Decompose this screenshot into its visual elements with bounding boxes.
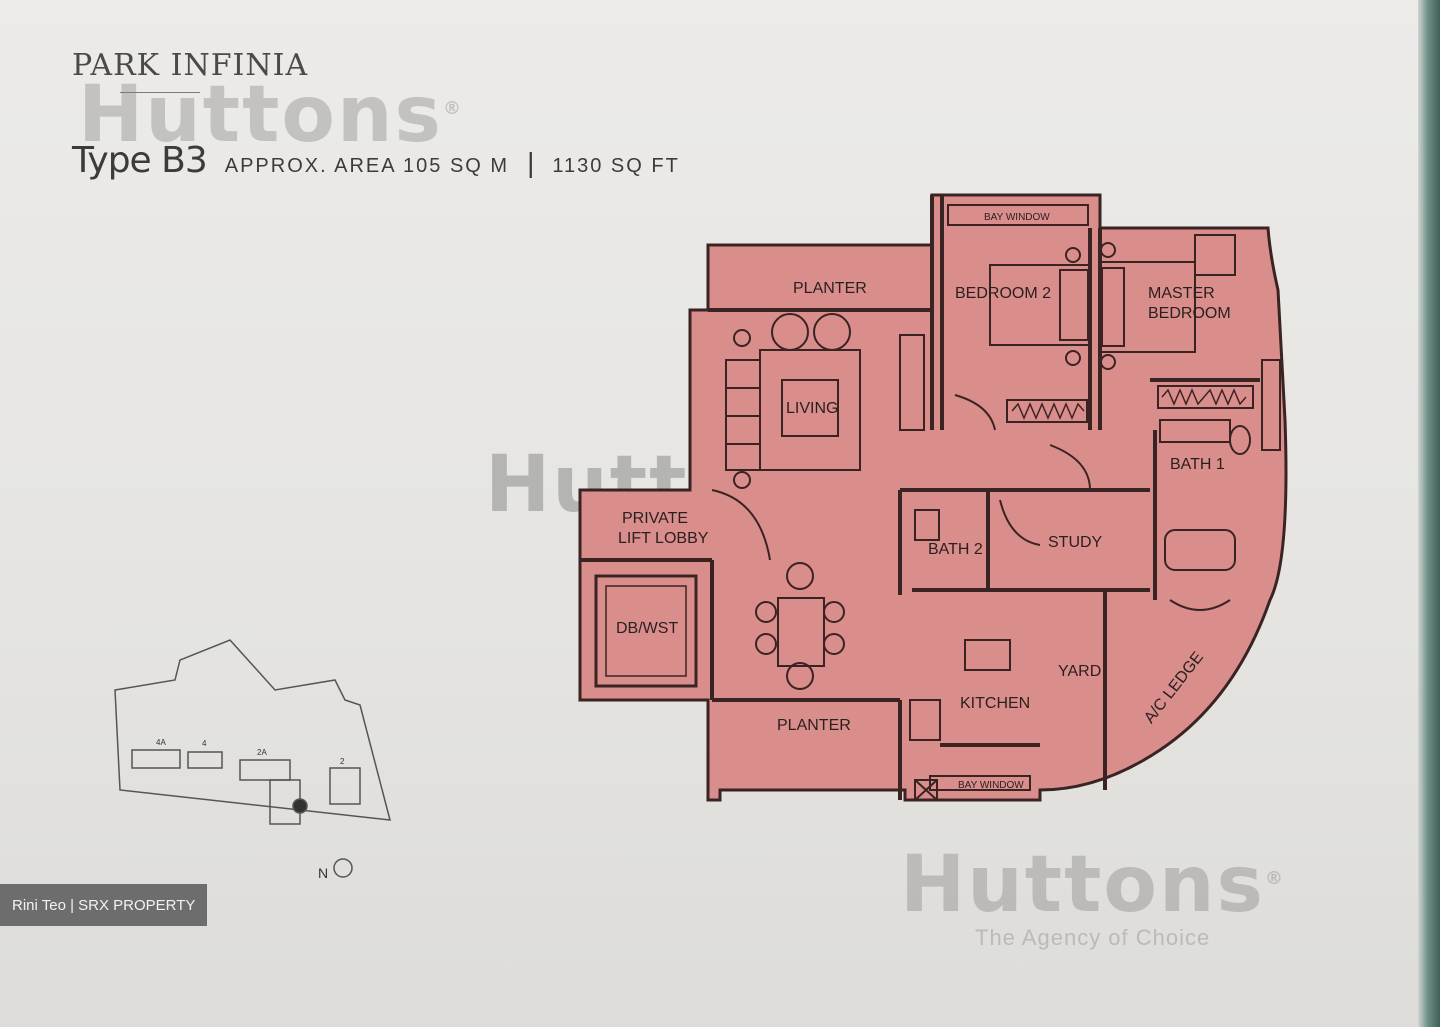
key-plan-labels: 4A 4 2A 2 N [156,738,345,881]
label-planter-top: PLANTER [793,280,867,297]
area-separator: | [527,147,535,178]
area-sqm: APPROX. AREA 105 SQ M [224,155,510,177]
watermark-top: Huttons® [78,70,463,160]
unit-type-name: Type B3 [72,140,208,181]
label-bay-window-top: BAY WINDOW [984,212,1050,223]
label-bedroom2: BEDROOM 2 [955,285,1051,302]
label-yard: YARD [1058,663,1101,680]
label-master-line1: MASTER [1148,285,1215,302]
watermark-bottom: Huttons® [900,840,1285,930]
north-label: N [318,865,328,881]
label-master-line2: BEDROOM [1148,305,1231,322]
label-db: DB/WST [616,620,678,637]
label-lobby-line2: LIFT LOBBY [618,530,709,547]
label-kitchen: KITCHEN [960,695,1030,712]
keyplan-label-4a: 4A [156,738,166,747]
keyplan-label-2: 2 [340,757,345,766]
keyplan-label-2a: 2A [257,748,267,757]
living-furniture [711,313,1091,690]
watermark-tagline: The Agency of Choice [975,925,1211,950]
keyplan-label-4: 4 [202,739,207,748]
label-lobby-line1: PRIVATE [622,510,688,527]
logo-underline [120,86,200,93]
label-bath1: BATH 1 [1170,456,1225,473]
area-sqft: 1130 SQ FT [552,155,680,177]
photo-credit: Rini Teo | SRX PROPERTY [0,884,208,926]
label-planter-bottom: PLANTER [777,717,851,734]
lift-shaft [594,574,698,688]
label-bath2: BATH 2 [928,541,983,558]
label-bay-window-bottom: BAY WINDOW [958,780,1024,791]
project-logo: PARK INFINIA [72,48,309,83]
bedroom-furniture [909,234,1254,801]
unit-type-header: Type B3 APPROX. AREA 105 SQ M | 1130 SQ … [72,140,680,181]
screen-edge [1418,0,1440,1027]
wardrobe-marks [1011,388,1247,420]
key-plan [114,639,392,878]
label-study: STUDY [1048,534,1103,551]
label-living: LIVING [786,400,838,417]
window-strips [929,204,1281,791]
